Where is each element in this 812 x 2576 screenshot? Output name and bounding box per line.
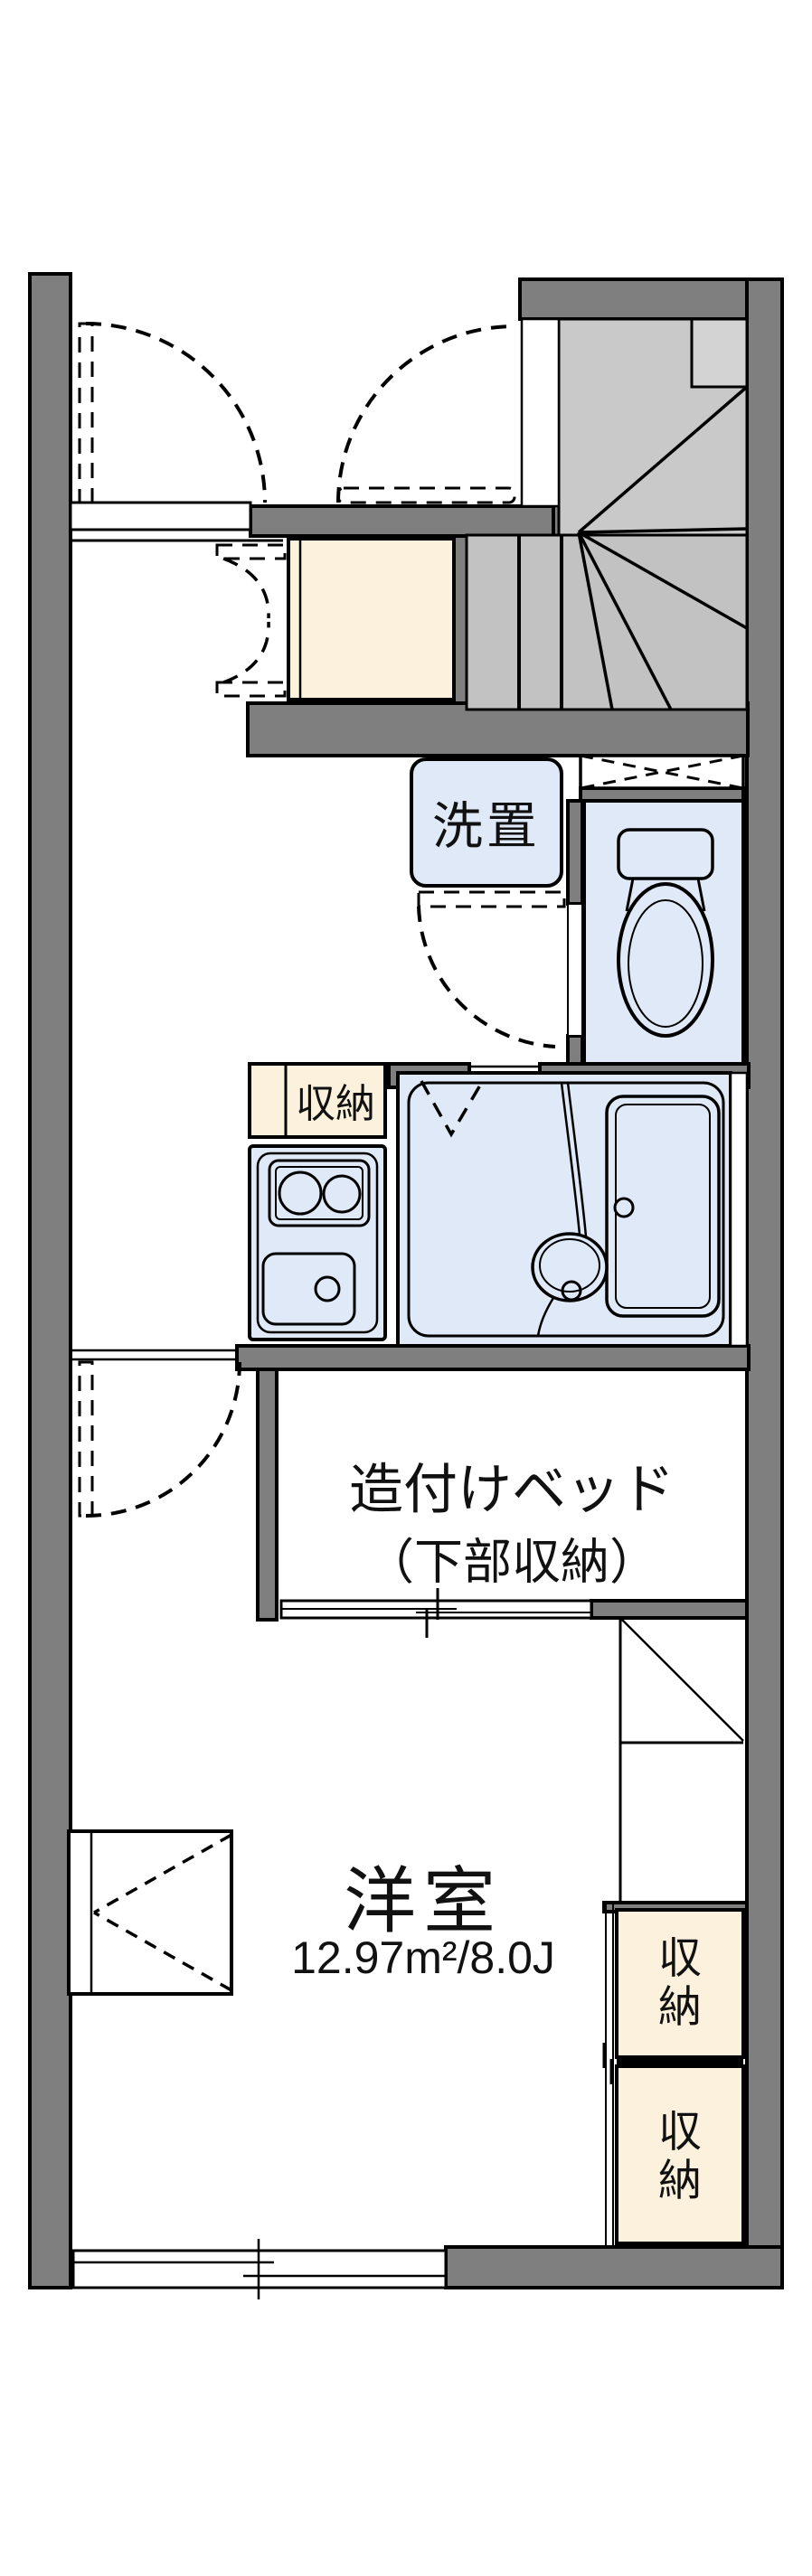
kitchen — [248, 1062, 387, 1341]
corridor-folding-door — [215, 543, 287, 698]
bath-door-knob — [613, 1197, 635, 1218]
folding-door-arc-top — [222, 557, 270, 619]
toilet-bowl — [617, 882, 714, 1038]
toilet-door — [417, 890, 566, 1048]
toilet-tank — [617, 828, 714, 880]
stair-winder-lines — [577, 385, 749, 710]
room-windows — [67, 1829, 448, 2299]
room-name-label: 洋室 — [344, 1861, 503, 1941]
hall-door-right — [336, 324, 516, 504]
washroom — [410, 754, 745, 1066]
stair-top-wall — [518, 277, 784, 321]
kitchen-storage-label: 収納 — [296, 1082, 375, 1126]
room-size-label: 12.97m²/8.0J — [291, 1932, 555, 1983]
burner-right — [322, 1174, 362, 1214]
toilet-room — [567, 799, 745, 1066]
bed-area — [279, 1588, 593, 1638]
genkan-floor — [287, 537, 456, 701]
toilet-wall-stub-top — [566, 799, 584, 906]
left-wall — [28, 272, 72, 2289]
fridge-space-cross-a — [580, 754, 744, 790]
bath-stool — [531, 1232, 609, 1302]
washroom-top-wall — [246, 701, 750, 757]
walls — [28, 272, 784, 2289]
side-window-cross-b — [93, 1911, 232, 1992]
folding-door-arc-bottom — [222, 621, 270, 684]
fridge-space-cross-b — [580, 754, 744, 790]
folding-door-leaf-top — [215, 543, 287, 560]
room-door — [71, 1349, 241, 1518]
bath-screen-line-b — [566, 1082, 588, 1237]
bath-pan-curve — [536, 1297, 555, 1337]
toilet-wall-stub-bottom — [566, 1034, 584, 1066]
bath-folding-door — [420, 1080, 483, 1138]
sink-drain — [314, 1275, 341, 1302]
staircase — [465, 317, 749, 711]
bed-left-wall — [256, 1368, 279, 1622]
hall-door-right-swing — [336, 324, 515, 503]
bathroom — [396, 1071, 749, 1348]
room-door-swing — [85, 1361, 241, 1518]
pipe-space-strip — [729, 1071, 749, 1348]
sink — [261, 1252, 356, 1326]
toilet-bowl-inner — [628, 899, 703, 1028]
kitchen-counter — [248, 1144, 387, 1341]
toilet-door-leaf — [417, 890, 566, 908]
bed-storage-label: （下部収納） — [365, 1535, 658, 1590]
hall-door-left-swing — [85, 322, 267, 503]
closet-column — [602, 1617, 745, 2247]
burner-left — [278, 1170, 323, 1216]
side-window-cross-a — [93, 1833, 232, 1914]
entry-area — [69, 501, 456, 701]
doors — [71, 322, 566, 1518]
closet-upper-label: 収納 — [657, 1934, 702, 2031]
hall-door-left-leaf — [78, 322, 94, 504]
hall-door-right-leaf — [336, 486, 516, 504]
washer-label: 洗置 — [432, 797, 541, 855]
toilet-door-swing — [417, 906, 556, 1048]
side-window-box — [67, 1829, 233, 1996]
stove-inner — [275, 1166, 364, 1220]
stair-entry-strip — [520, 317, 561, 508]
stair-landing-step — [690, 317, 749, 389]
bottom-wall — [444, 2245, 784, 2289]
washer-space-box — [410, 757, 563, 888]
fridge-space — [579, 754, 745, 790]
kitchen-bottom-wall — [235, 1344, 751, 1371]
kitchen-storage-box — [248, 1062, 387, 1139]
bath-unit-outline — [407, 1081, 725, 1338]
bath-drain — [561, 1280, 582, 1302]
toilet-neck — [625, 878, 706, 912]
closet-diagonal — [619, 1617, 744, 1742]
closet-lower-box — [615, 2064, 745, 2245]
bath-stool-rim — [539, 1238, 600, 1293]
bathtub — [605, 1095, 721, 1318]
folding-door-leaf-bottom — [215, 681, 287, 698]
fridge-toilet-divider — [579, 786, 745, 803]
stove-outer — [268, 1159, 371, 1227]
right-wall — [745, 277, 784, 2289]
closet-lower-label: 収納 — [657, 2108, 702, 2205]
stair-treads — [517, 535, 563, 710]
built-in-bed-label: 造付けベッド — [349, 1459, 675, 1520]
bed-foot-wall — [590, 1599, 749, 1620]
entry-step — [69, 501, 252, 531]
hall-door-left — [78, 322, 267, 504]
closet-divider — [617, 2057, 743, 2066]
kitchen-counter-inner — [256, 1152, 379, 1334]
toilet-door-frame — [567, 903, 583, 1037]
bath-screen-line-a — [560, 1082, 581, 1236]
room-door-leaf — [78, 1360, 94, 1518]
hall-wall-band — [249, 504, 578, 538]
